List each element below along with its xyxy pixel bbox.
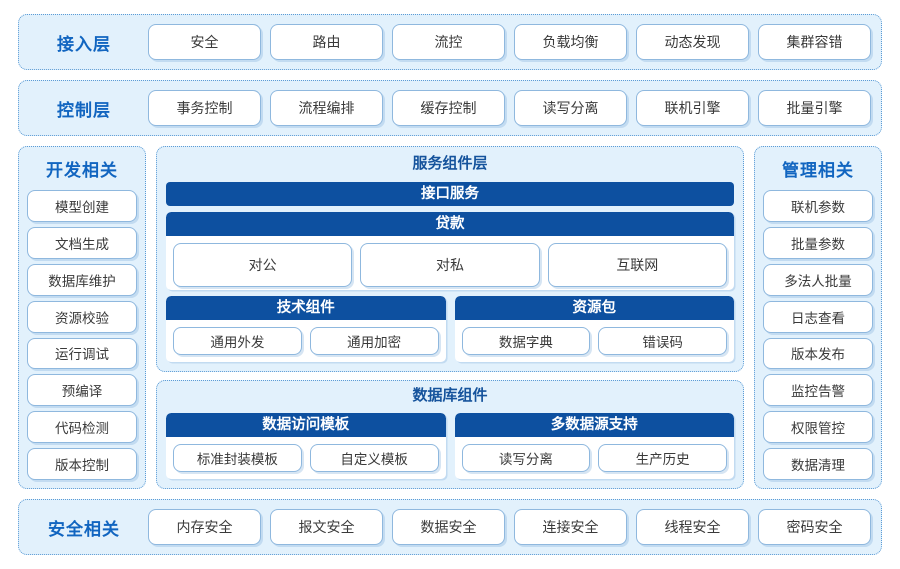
tech-item-general-outbound[interactable]: 通用外发 <box>173 327 302 355</box>
manage-item-log-view[interactable]: 日志查看 <box>763 300 873 333</box>
access-item-load-balance[interactable]: 负载均衡 <box>514 24 627 60</box>
database-component-panel: 数据库组件 数据访问模板 标准封装模板 自定义模板 多数据源支持 读写分离 生 <box>156 380 744 489</box>
dev-sidebar: 开发相关 模型创建 文档生成 数据库维护 资源校验 运行调试 预编译 代码检测 … <box>18 146 146 489</box>
dev-item-doc-generate[interactable]: 文档生成 <box>27 226 137 259</box>
security-layer-items: 内存安全 报文安全 数据安全 连接安全 线程安全 密码安全 <box>148 509 871 545</box>
service-component-layer-panel: 服务组件层 接口服务 贷款 对公 对私 互联网 技术组件 通用外发 <box>156 146 744 372</box>
resource-package-title: 资源包 <box>454 296 734 320</box>
access-layer-label: 接入层 <box>57 34 111 54</box>
data-access-template-card: 数据访问模板 标准封装模板 自定义模板 <box>166 413 446 479</box>
control-item-process-orchestration[interactable]: 流程编排 <box>270 90 383 126</box>
resource-item-error-code[interactable]: 错误码 <box>598 327 727 355</box>
control-item-transaction[interactable]: 事务控制 <box>148 90 261 126</box>
dat-item-standard-template[interactable]: 标准封装模板 <box>173 444 302 472</box>
center-region: 服务组件层 接口服务 贷款 对公 对私 互联网 技术组件 通用外发 <box>156 146 744 489</box>
dev-item-version-control[interactable]: 版本控制 <box>27 448 137 480</box>
loan-card-body: 对公 对私 互联网 <box>166 236 734 290</box>
security-item-data[interactable]: 数据安全 <box>392 509 505 545</box>
manage-item-version-release[interactable]: 版本发布 <box>763 337 873 370</box>
data-access-template-title: 数据访问模板 <box>166 413 446 437</box>
access-layer-items: 安全 路由 流控 负载均衡 动态发现 集群容错 <box>148 24 871 60</box>
manage-sidebar: 管理相关 联机参数 批量参数 多法人批量 日志查看 版本发布 监控告警 权限管控… <box>754 146 882 489</box>
dev-item-resource-verify[interactable]: 资源校验 <box>27 300 137 333</box>
mds-item-production-history[interactable]: 生产历史 <box>598 444 727 472</box>
access-item-flow-control[interactable]: 流控 <box>392 24 505 60</box>
manage-sidebar-title: 管理相关 <box>782 161 854 180</box>
control-layer-label: 控制层 <box>57 100 111 120</box>
tech-component-body: 通用外发 通用加密 <box>166 320 446 362</box>
manage-item-permission-control[interactable]: 权限管控 <box>763 411 873 444</box>
access-item-routing[interactable]: 路由 <box>270 24 383 60</box>
loan-item-personal[interactable]: 对私 <box>360 243 540 287</box>
security-layer-band: 安全相关 内存安全 报文安全 数据安全 连接安全 线程安全 密码安全 <box>18 499 882 555</box>
tech-component-title: 技术组件 <box>166 296 446 320</box>
dev-item-precompile[interactable]: 预编译 <box>27 374 137 407</box>
multi-datasource-title: 多数据源支持 <box>454 413 734 437</box>
manage-item-batch-params[interactable]: 批量参数 <box>763 226 873 259</box>
multi-datasource-card: 多数据源支持 读写分离 生产历史 <box>454 413 735 479</box>
middle-region: 开发相关 模型创建 文档生成 数据库维护 资源校验 运行调试 预编译 代码检测 … <box>18 146 882 489</box>
loan-card: 贷款 对公 对私 互联网 <box>166 212 734 290</box>
service-component-layer-title: 服务组件层 <box>412 155 488 172</box>
dev-item-model-create[interactable]: 模型创建 <box>27 190 137 222</box>
access-item-cluster-fault-tolerance[interactable]: 集群容错 <box>758 24 871 60</box>
access-layer-band: 接入层 安全 路由 流控 负载均衡 动态发现 集群容错 <box>18 14 882 70</box>
data-access-template-body: 标准封装模板 自定义模板 <box>166 437 446 479</box>
control-layer-items: 事务控制 流程编排 缓存控制 读写分离 联机引擎 批量引擎 <box>148 90 871 126</box>
dev-item-db-maintenance[interactable]: 数据库维护 <box>27 263 137 296</box>
database-component-title: 数据库组件 <box>412 387 488 404</box>
interface-service-bar[interactable]: 接口服务 <box>166 182 734 206</box>
manage-item-data-cleanup[interactable]: 数据清理 <box>763 448 873 480</box>
dev-item-code-check[interactable]: 代码检测 <box>27 411 137 444</box>
service-sub-cards-row: 技术组件 通用外发 通用加密 资源包 数据字典 错误码 <box>166 296 734 362</box>
dev-sidebar-title: 开发相关 <box>46 161 118 180</box>
dev-item-runtime-debug[interactable]: 运行调试 <box>27 337 137 370</box>
loan-card-title: 贷款 <box>166 212 734 236</box>
control-item-online-engine[interactable]: 联机引擎 <box>636 90 749 126</box>
database-sub-cards-row: 数据访问模板 标准封装模板 自定义模板 多数据源支持 读写分离 生产历史 <box>166 413 734 479</box>
manage-item-online-params[interactable]: 联机参数 <box>763 190 873 222</box>
control-item-read-write-split[interactable]: 读写分离 <box>514 90 627 126</box>
access-item-security[interactable]: 安全 <box>148 24 261 60</box>
control-item-cache[interactable]: 缓存控制 <box>392 90 505 126</box>
manage-item-monitor-alert[interactable]: 监控告警 <box>763 374 873 407</box>
security-item-connection[interactable]: 连接安全 <box>514 509 627 545</box>
security-layer-label: 安全相关 <box>48 519 120 539</box>
mds-item-read-write-split[interactable]: 读写分离 <box>461 444 591 472</box>
security-item-password[interactable]: 密码安全 <box>758 509 871 545</box>
tech-item-general-encryption[interactable]: 通用加密 <box>309 327 439 355</box>
resource-package-card: 资源包 数据字典 错误码 <box>454 296 735 362</box>
resource-item-data-dictionary[interactable]: 数据字典 <box>461 327 591 355</box>
loan-item-internet[interactable]: 互联网 <box>547 243 727 287</box>
control-layer-band: 控制层 事务控制 流程编排 缓存控制 读写分离 联机引擎 批量引擎 <box>18 80 882 136</box>
manage-item-multi-entity-batch[interactable]: 多法人批量 <box>763 263 873 296</box>
multi-datasource-body: 读写分离 生产历史 <box>455 437 735 479</box>
security-item-message[interactable]: 报文安全 <box>270 509 383 545</box>
resource-package-body: 数据字典 错误码 <box>455 320 735 362</box>
dat-item-custom-template[interactable]: 自定义模板 <box>309 444 439 472</box>
loan-item-corporate[interactable]: 对公 <box>173 243 353 287</box>
access-item-dynamic-discovery[interactable]: 动态发现 <box>636 24 749 60</box>
tech-component-card: 技术组件 通用外发 通用加密 <box>166 296 446 362</box>
security-item-memory[interactable]: 内存安全 <box>148 509 261 545</box>
security-item-thread[interactable]: 线程安全 <box>636 509 749 545</box>
control-item-batch-engine[interactable]: 批量引擎 <box>758 90 871 126</box>
